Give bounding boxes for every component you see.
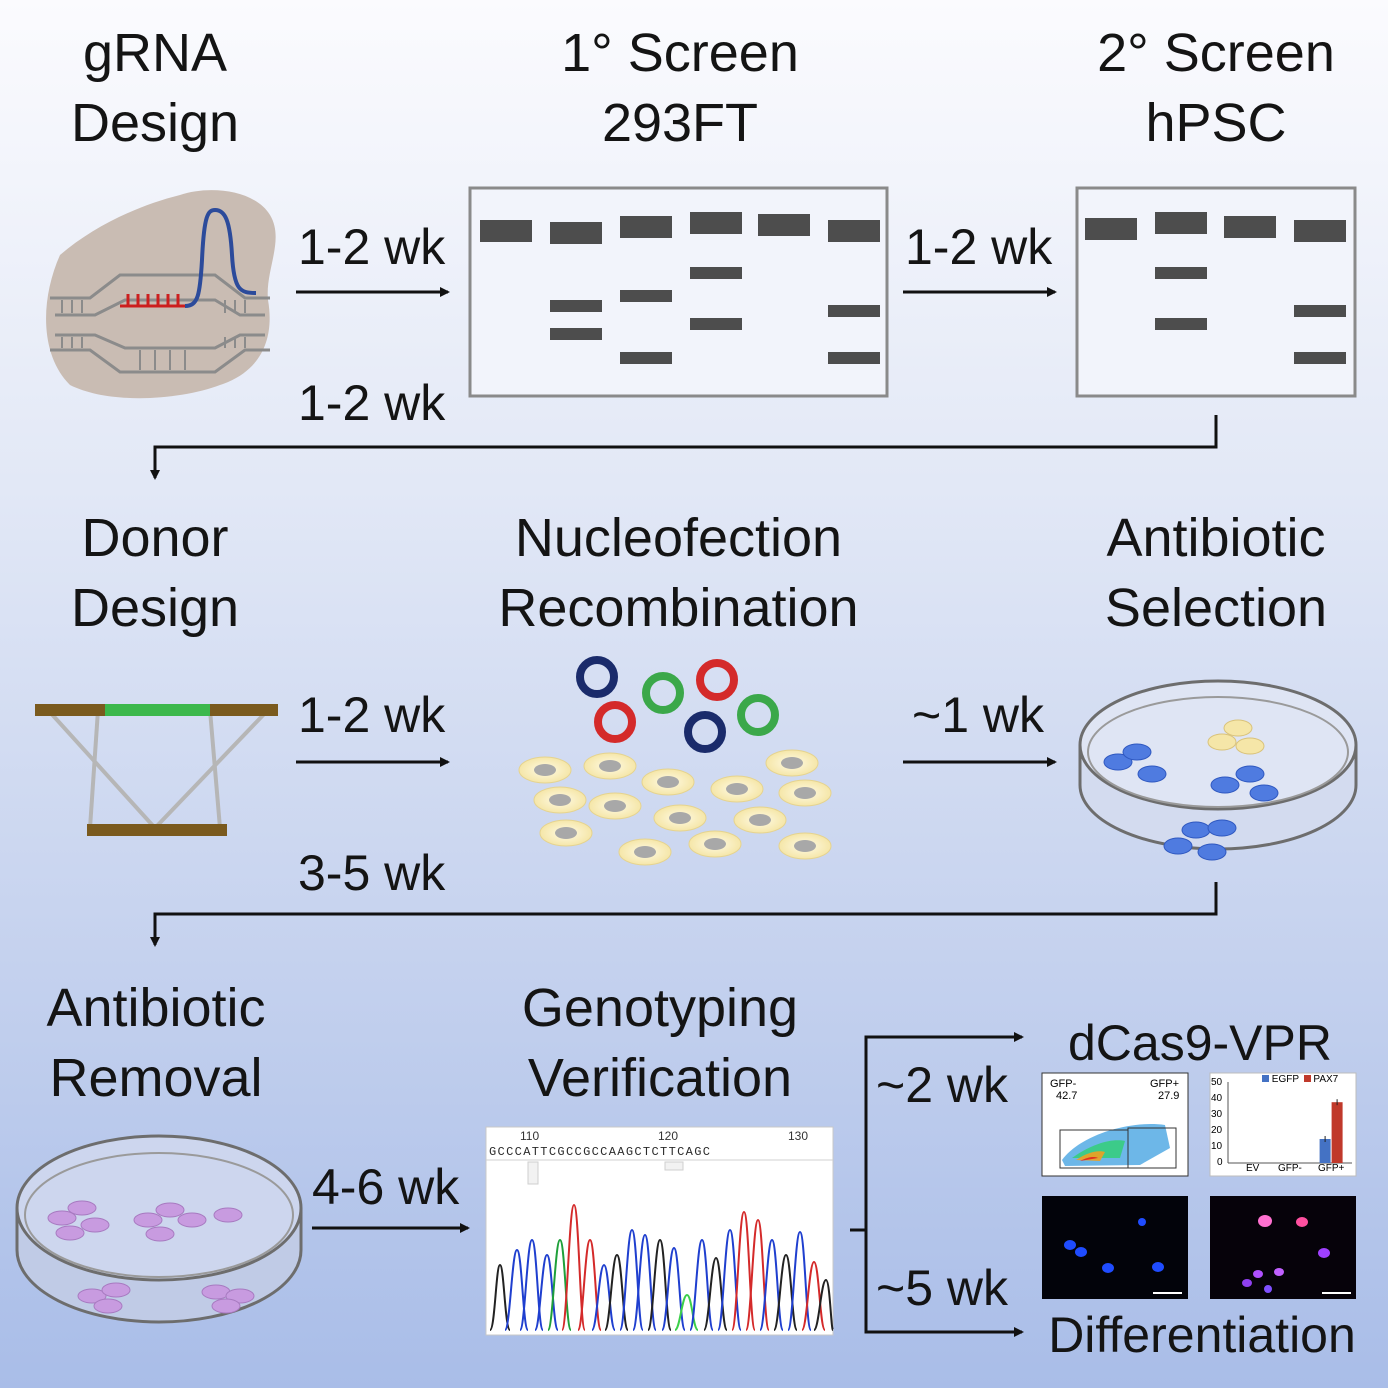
- cells-unselected: [518, 749, 832, 866]
- grna-illustration: [46, 190, 276, 399]
- donor-design-title-line1: Donor: [81, 508, 229, 568]
- legend-pax7: PAX7: [1313, 1074, 1339, 1085]
- grna-design-title-line2: Design: [70, 93, 240, 153]
- bar-chart: [1209, 1072, 1357, 1177]
- removal-dish: [15, 1134, 303, 1324]
- secondary-screen-title-line1: 2° Screen: [1097, 23, 1335, 83]
- nucleofection-title-line1: Nucleofection: [514, 508, 843, 568]
- primary-screen-title-line2: 293FT: [601, 93, 759, 153]
- duration-nucleofection-to-selection: ~1 wk: [912, 687, 1045, 743]
- gel-secondary-screen: [1075, 186, 1357, 398]
- secondary-screen-title-line2: hPSC: [1145, 93, 1287, 153]
- arrow-screen2-to-donor: [150, 415, 1218, 480]
- secondary-screen-title: 2° Screen hPSC: [1056, 18, 1376, 158]
- bar-chart-ytick-30: 30: [1211, 1109, 1223, 1120]
- bar-chart-ytick-50: 50: [1211, 1077, 1223, 1088]
- grna-design-title: gRNA Design: [40, 18, 270, 158]
- arrow-selection-to-removal: [150, 882, 1218, 947]
- flow-right-label: GFP+: [1150, 1078, 1180, 1090]
- duration-grna-to-screen1: 1-2 wk: [298, 219, 446, 275]
- duration-removal-to-genotyping: 4-6 wk: [312, 1159, 460, 1215]
- microscopy-panels: [1042, 1196, 1356, 1299]
- bar-chart-ytick-20: 20: [1211, 1125, 1223, 1136]
- dcas9-vpr-title: dCas9-VPR: [1068, 1015, 1332, 1071]
- antibiotic-removal-title-line2: Removal: [49, 1048, 263, 1108]
- nucleofection-title-line2: Recombination: [498, 578, 859, 638]
- antibiotic-removal-title-line1: Antibiotic: [46, 978, 266, 1038]
- nucleofection-title: Nucleofection Recombination: [470, 503, 887, 643]
- duration-donor-to-nucleofection: 1-2 wk: [298, 687, 446, 743]
- antibiotic-removal-title: Antibiotic Removal: [20, 973, 292, 1113]
- donor-design-title-line2: Design: [70, 578, 240, 638]
- selection-dish: [1078, 679, 1358, 861]
- seq-position-120: 120: [658, 1129, 679, 1143]
- seq-position-110: 110: [520, 1129, 540, 1143]
- antibiotic-selection-title-line1: Antibiotic: [1106, 508, 1326, 568]
- genotyping-title: Genotyping Verification: [480, 973, 840, 1113]
- duration-selection-to-removal: 3-5 wk: [298, 845, 446, 901]
- plasmids: [576, 656, 779, 753]
- bar-egfp-gfp+: [1319, 1139, 1331, 1163]
- donor-design-title: Donor Design: [40, 503, 270, 643]
- seq-bases: GCCCATTCGCCGCCAAGCTCTTCAGC: [489, 1145, 712, 1159]
- genotyping-title-line1: Genotyping: [521, 978, 799, 1038]
- bar-chart-legend: EGFP PAX7: [1262, 1074, 1338, 1085]
- flow-left-label: GFP-: [1050, 1078, 1077, 1090]
- seq-position-130: 130: [788, 1129, 809, 1143]
- antibiotic-selection-title: Antibiotic Selection: [1066, 503, 1366, 643]
- duration-to-dcas9: ~2 wk: [876, 1057, 1009, 1113]
- branch-arrows: [850, 1032, 1024, 1337]
- legend-swatch-pax7: [1303, 1075, 1311, 1082]
- differentiation-title: Differentiation: [1048, 1307, 1356, 1363]
- bar-chart-ytick-10: 10: [1211, 1141, 1223, 1152]
- sequencing-chromatogram: [485, 1126, 834, 1336]
- gel-primary-screen: [468, 186, 889, 398]
- duration-to-differentiation: ~5 wk: [876, 1260, 1009, 1316]
- duration-screen2-to-donor: 1-2 wk: [298, 375, 446, 431]
- duration-screen1-to-screen2: 1-2 wk: [905, 219, 1053, 275]
- bar-chart-ytick-0: 0: [1217, 1157, 1223, 1168]
- primary-screen-title: 1° Screen 293FT: [500, 18, 860, 158]
- bar-chart-xlabel-ev: EV: [1246, 1163, 1260, 1174]
- primary-screen-title-line1: 1° Screen: [561, 23, 799, 83]
- legend-swatch-egfp: [1262, 1075, 1269, 1082]
- grna-design-title-line1: gRNA: [82, 23, 228, 83]
- genotyping-title-line2: Verification: [527, 1048, 793, 1108]
- antibiotic-selection-title-line2: Selection: [1104, 578, 1328, 638]
- bar-pax7-gfp+: [1331, 1102, 1343, 1163]
- donor-construct: [35, 704, 278, 836]
- flow-right-value: 27.9: [1158, 1090, 1180, 1102]
- legend-egfp: EGFP: [1271, 1074, 1299, 1085]
- flow-left-value: 42.7: [1056, 1090, 1078, 1102]
- flow-plot: [1041, 1072, 1189, 1177]
- bar-chart-xlabel-gfp-neg: GFP-: [1278, 1163, 1302, 1174]
- bar-chart-xlabel-gfp-pos: GFP+: [1318, 1163, 1345, 1174]
- bar-chart-ytick-40: 40: [1211, 1093, 1223, 1104]
